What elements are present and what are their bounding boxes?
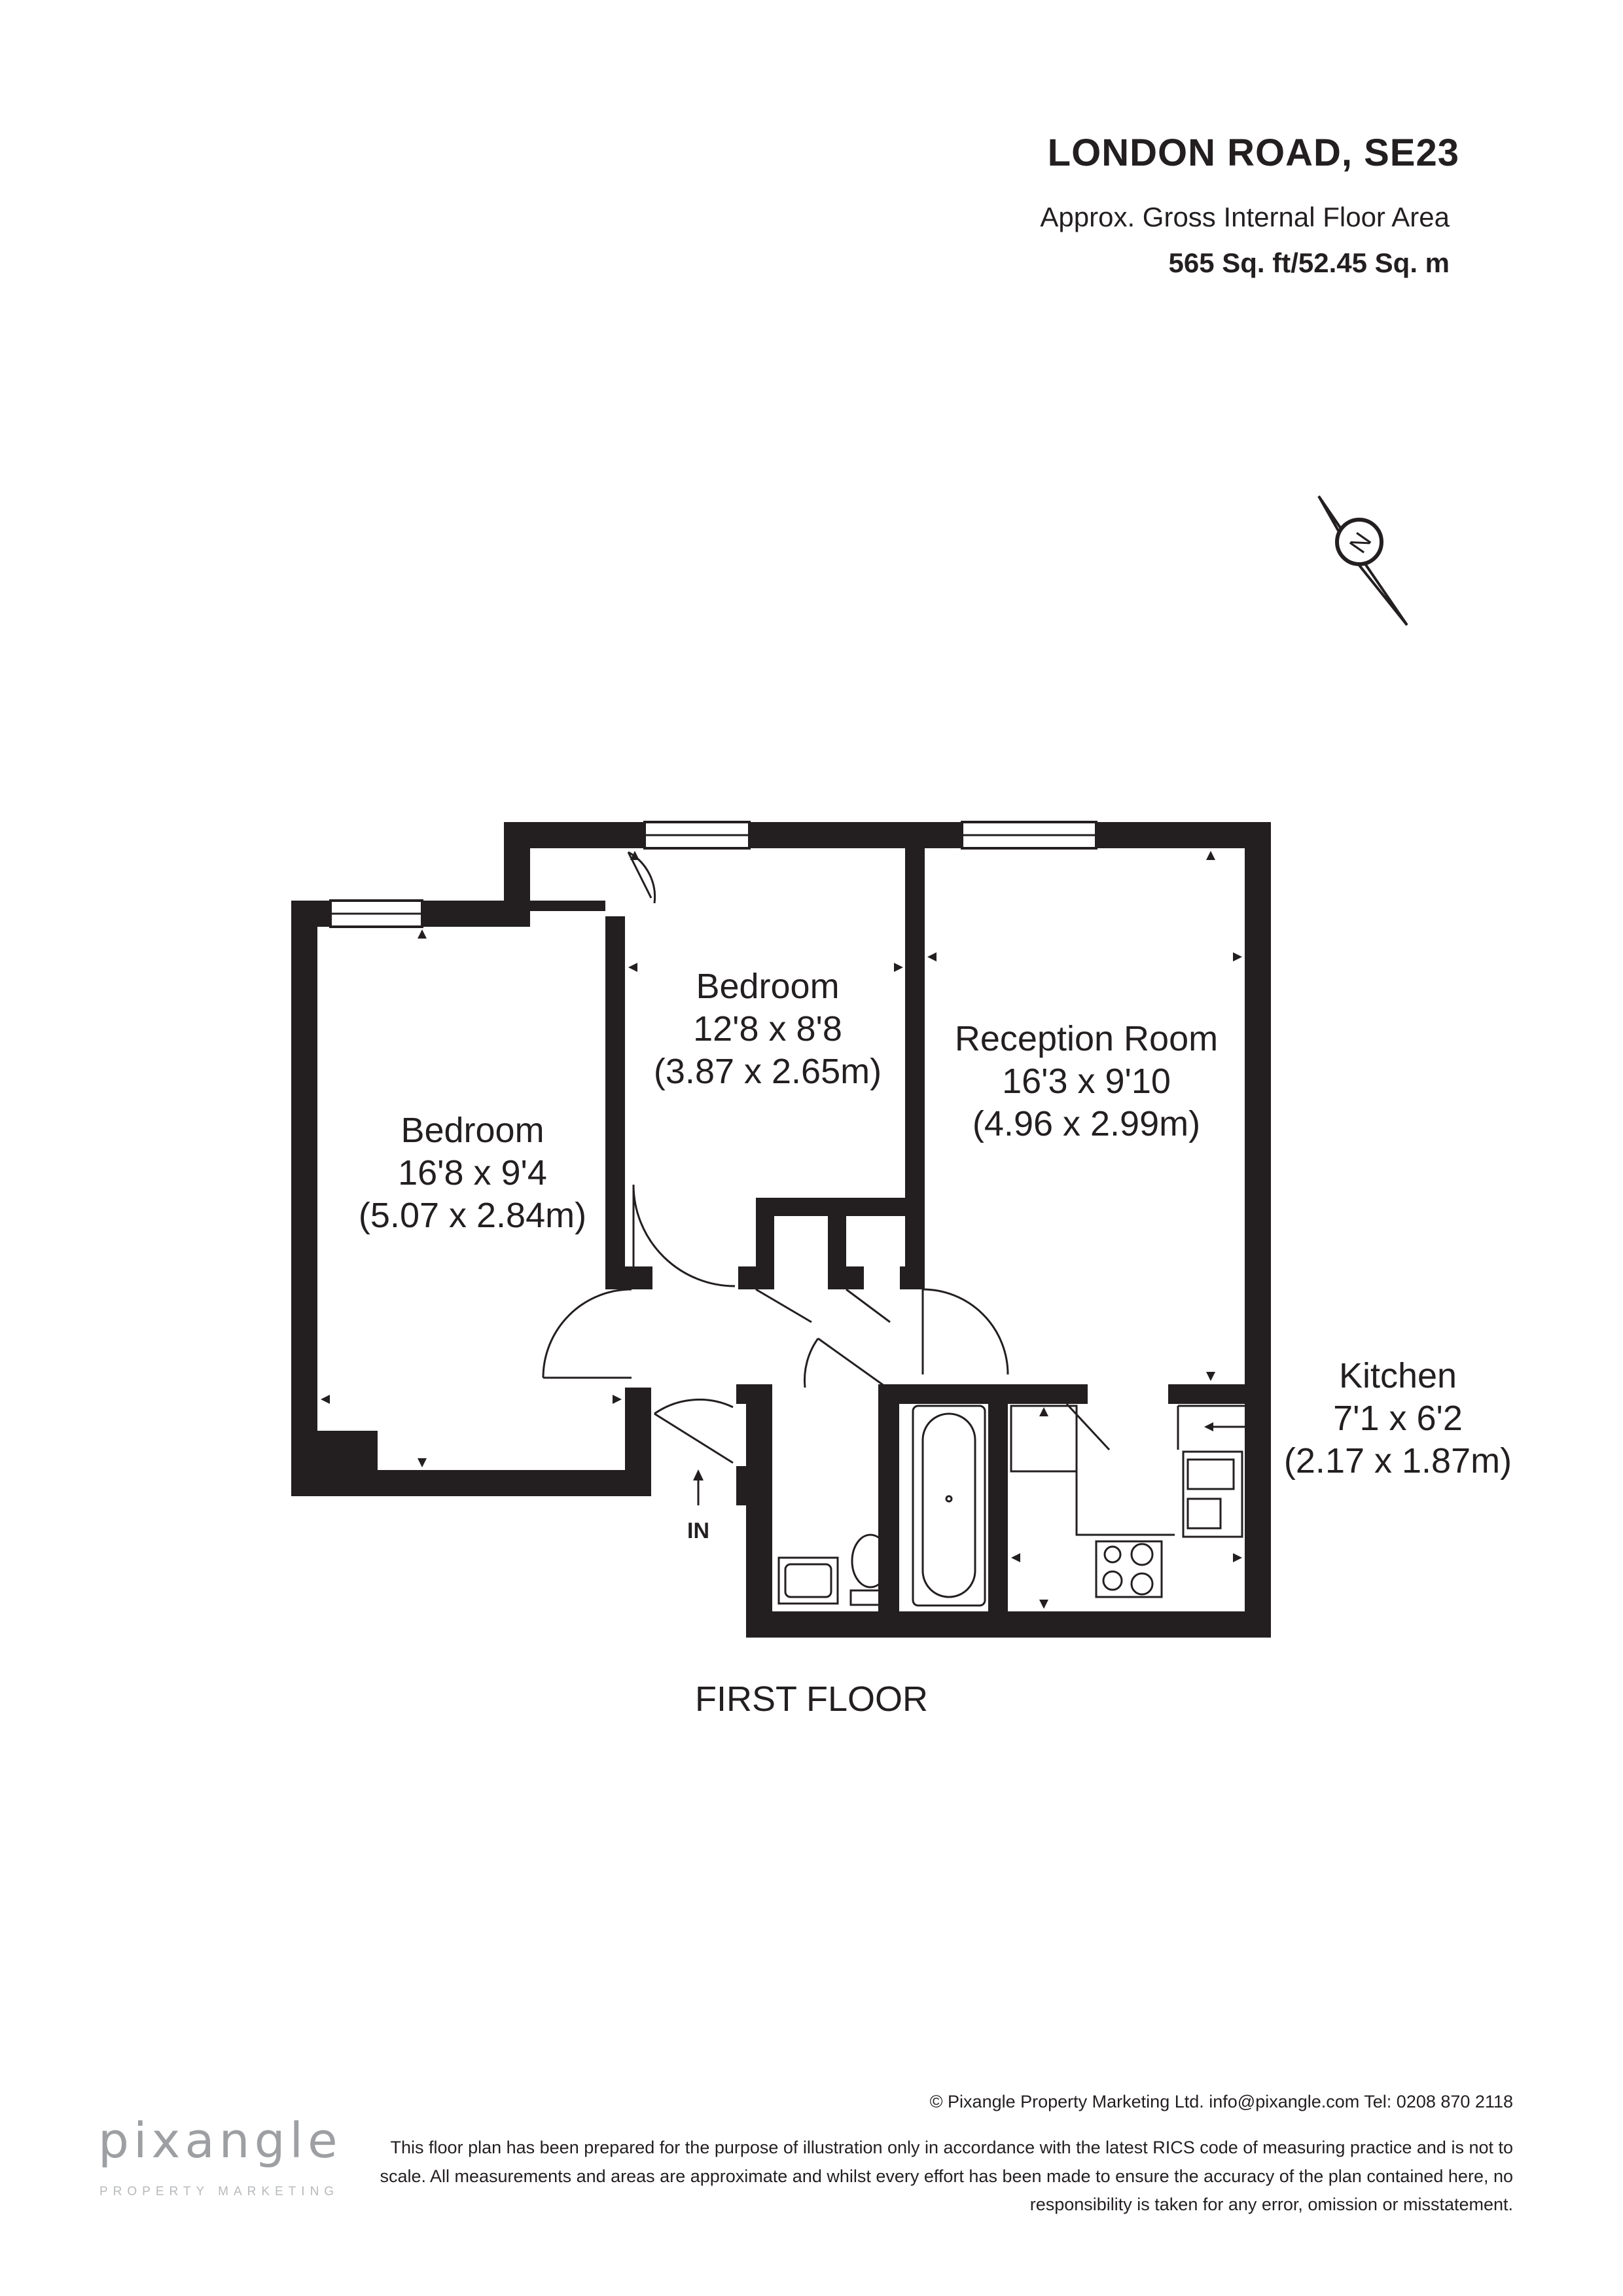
room-imperial: 16'3 x 9'10 <box>1002 1061 1171 1101</box>
kitchen-fixtures <box>1010 1405 1245 1598</box>
floor-area-value: 565 Sq. ft/52.45 Sq. m <box>1168 247 1450 278</box>
room-metric: (2.17 x 1.87m) <box>1283 1441 1512 1480</box>
room-imperial: 16'8 x 9'4 <box>398 1153 547 1193</box>
entrance-label: IN <box>687 1518 709 1543</box>
room-kitchen: Kitchen 7'1 x 6'2 (2.17 x 1.87m) <box>1284 1355 1512 1482</box>
room-bedroom-2: Bedroom 12'8 x 8'8 (3.87 x 2.65m) <box>654 965 882 1092</box>
doors <box>542 851 1111 1464</box>
room-imperial: 7'1 x 6'2 <box>1333 1398 1463 1438</box>
room-metric: (3.87 x 2.65m) <box>653 1051 882 1091</box>
room-metric: (5.07 x 2.84m) <box>358 1195 587 1235</box>
room-reception: Reception Room 16'3 x 9'10 (4.96 x 2.99m… <box>955 1018 1218 1145</box>
room-bedroom-1: Bedroom 16'8 x 9'4 (5.07 x 2.84m) <box>359 1109 586 1236</box>
pixangle-logo: pixangle <box>98 2113 342 2169</box>
copyright-text: © Pixangle Property Marketing Ltd. info@… <box>929 2092 1513 2111</box>
room-name: Bedroom <box>696 967 840 1006</box>
dimension-markers <box>321 851 1242 1609</box>
property-title: LONDON ROAD, SE23 <box>1047 132 1459 174</box>
room-name: Bedroom <box>401 1111 544 1150</box>
windows <box>329 821 1097 928</box>
floor-area-label: Approx. Gross Internal Floor Area <box>1040 202 1450 232</box>
room-metric: (4.96 x 2.99m) <box>972 1103 1201 1143</box>
logo-tagline: PROPERTY MARKETING <box>99 2185 340 2198</box>
room-name: Reception Room <box>954 1019 1219 1058</box>
compass-icon: N <box>1317 495 1408 626</box>
disclaimer-text: This floor plan has been prepared for th… <box>380 2138 1513 2215</box>
floor-label: FIRST FLOOR <box>694 1679 929 1719</box>
room-name: Kitchen <box>1338 1356 1457 1395</box>
bathroom-fixtures <box>777 1405 986 1607</box>
room-imperial: 12'8 x 8'8 <box>693 1009 842 1049</box>
entrance-arrow-icon <box>693 1469 704 1505</box>
